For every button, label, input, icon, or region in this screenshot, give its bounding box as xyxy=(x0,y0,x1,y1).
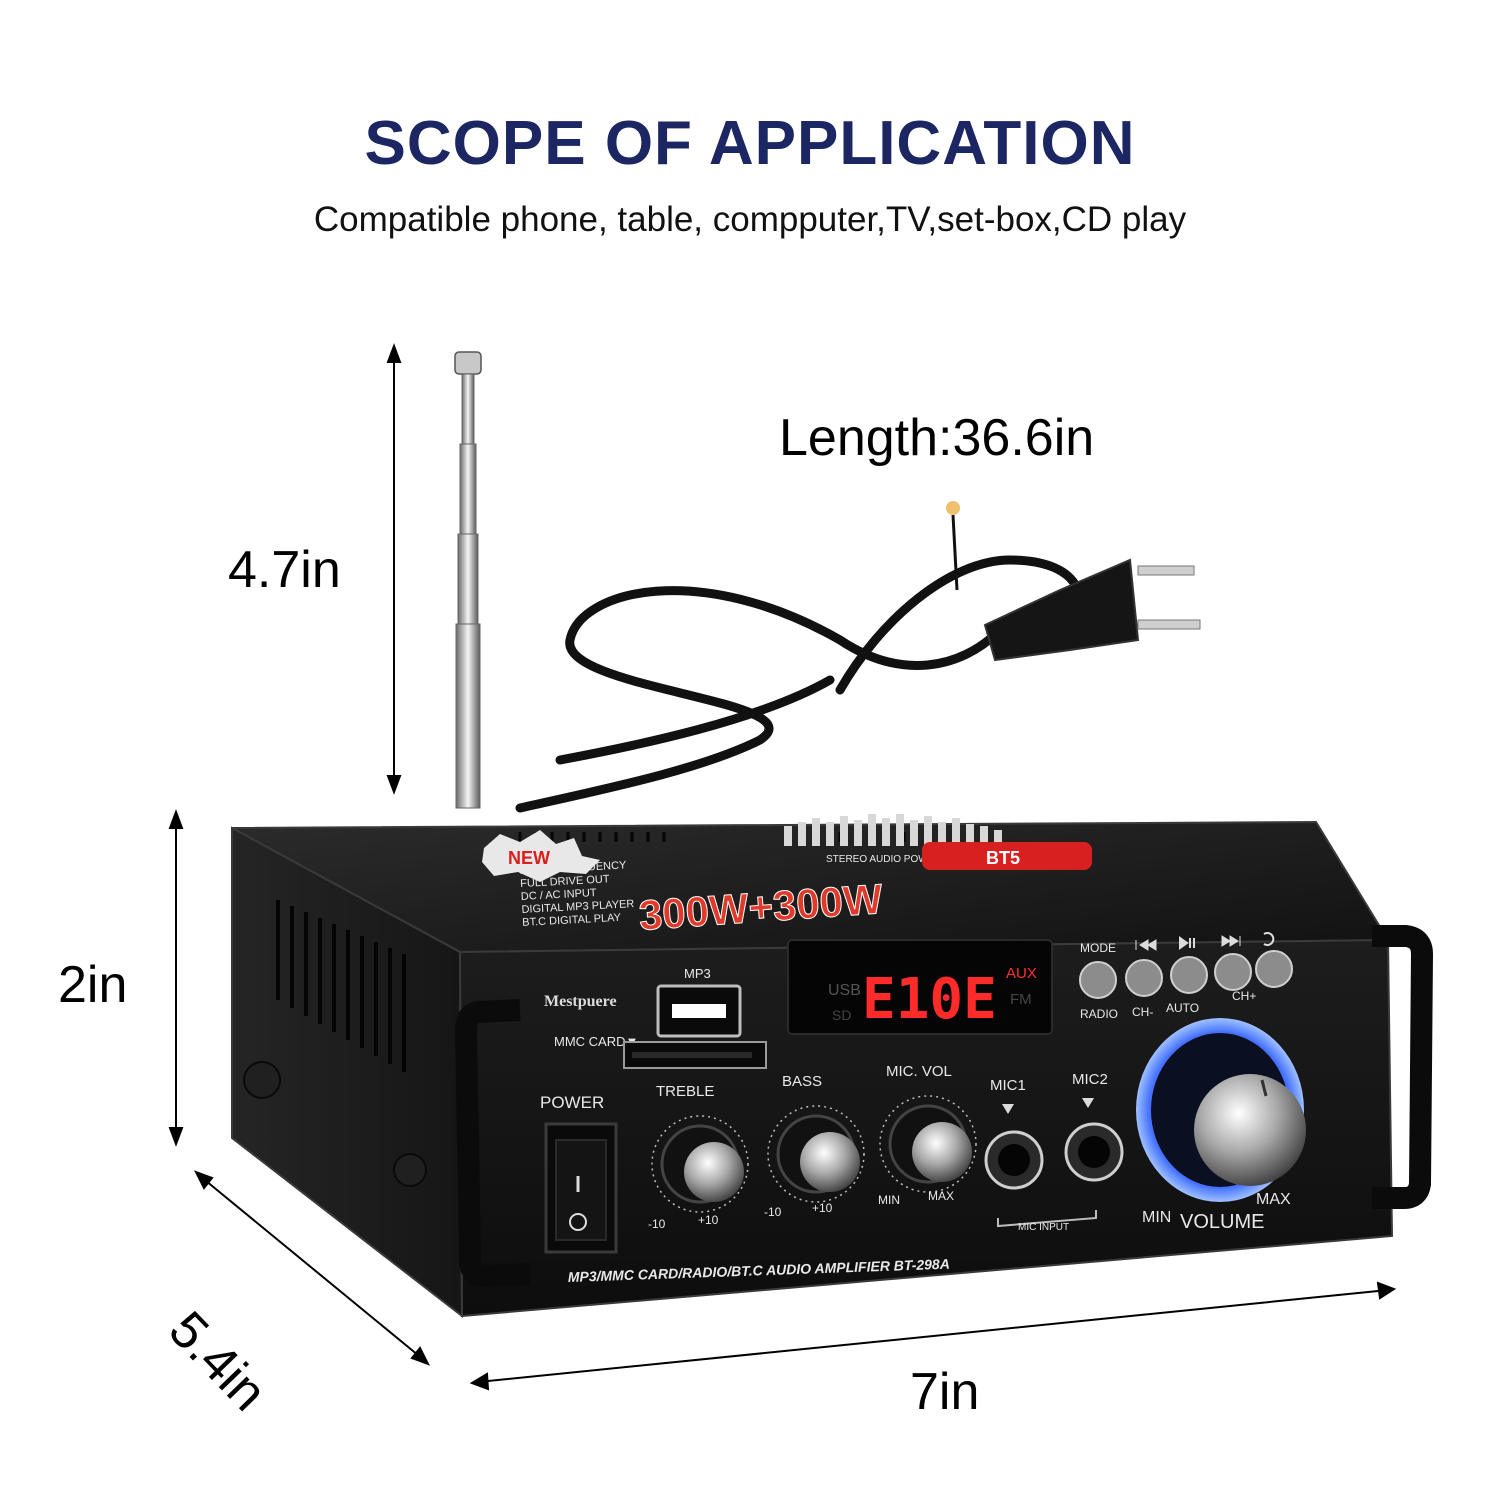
svg-text:RADIO FREQUENCY: RADIO FREQUENCY xyxy=(519,859,627,877)
svg-text:MIN: MIN xyxy=(878,1193,900,1207)
next-button[interactable] xyxy=(1214,953,1252,991)
svg-text:BT5: BT5 xyxy=(986,848,1020,868)
width-label: 7in xyxy=(910,1363,980,1421)
antenna-height-label: 4.7in xyxy=(228,541,341,599)
svg-text:USB: USB xyxy=(828,982,861,999)
dimension-arrow-body xyxy=(168,809,184,1147)
svg-text:MP3: MP3 xyxy=(684,966,711,981)
svg-text:BASS: BASS xyxy=(782,1073,822,1090)
svg-text:-10: -10 xyxy=(764,1205,782,1219)
svg-text:MIN: MIN xyxy=(1142,1209,1171,1226)
play-pause-icon xyxy=(1179,936,1195,950)
svg-text:DC / AC INPUT: DC / AC INPUT xyxy=(521,887,598,903)
play-pause-button[interactable] xyxy=(1170,956,1208,994)
svg-text:RADIO: RADIO xyxy=(1080,1007,1118,1021)
svg-text:MIC. VOL: MIC. VOL xyxy=(886,1063,952,1080)
svg-text:AUTO: AUTO xyxy=(1166,1001,1199,1015)
page-title: SCOPE OF APPLICATION xyxy=(364,109,1136,178)
antenna xyxy=(454,351,482,809)
length-label: Length:36.6in xyxy=(779,409,1095,467)
mic-volume-knob[interactable] xyxy=(879,1095,977,1193)
svg-text:FULL DRIVE OUT: FULL DRIVE OUT xyxy=(520,873,610,890)
prev-icon xyxy=(1135,939,1157,951)
svg-text:FM: FM xyxy=(1010,991,1032,1008)
svg-text:POWER: POWER xyxy=(540,1093,604,1112)
svg-text:MIC INPUT: MIC INPUT xyxy=(1018,1222,1069,1233)
svg-text:+10: +10 xyxy=(812,1201,833,1215)
svg-text:CH-: CH- xyxy=(1132,1005,1153,1019)
next-icon xyxy=(1221,935,1241,947)
svg-text:AUX: AUX xyxy=(1006,965,1037,982)
treble-knob[interactable] xyxy=(651,1115,749,1213)
svg-text:CH+: CH+ xyxy=(1232,989,1256,1003)
svg-text:MODE: MODE xyxy=(1080,941,1116,955)
brand-label: Mestpuere xyxy=(544,993,617,1010)
svg-text:BT.C DIGITAL PLAY: BT.C DIGITAL PLAY xyxy=(522,912,622,929)
led-display xyxy=(787,939,1053,1035)
display-readout: E10E xyxy=(862,967,997,1032)
power-plug xyxy=(983,558,1201,662)
svg-text:+10: +10 xyxy=(698,1213,719,1227)
page-subtitle: Compatible phone, table, compputer,TV,se… xyxy=(313,200,1187,239)
svg-text:MMC CARD▼: MMC CARD▼ xyxy=(554,1034,638,1049)
bass-knob[interactable] xyxy=(767,1105,865,1203)
svg-text:SD: SD xyxy=(832,1007,851,1023)
dimension-arrow-depth xyxy=(193,1170,431,1366)
right-handle xyxy=(1372,925,1433,1209)
power-cord xyxy=(515,555,1084,813)
bt-badge xyxy=(922,842,1092,870)
mic2-jack[interactable] xyxy=(1064,1122,1124,1182)
mic1-jack[interactable] xyxy=(984,1130,1044,1190)
mode-button[interactable] xyxy=(1079,961,1117,999)
prev-button[interactable] xyxy=(1125,959,1163,997)
svg-text:TREBLE: TREBLE xyxy=(656,1083,714,1100)
body-height-label: 2in xyxy=(58,956,128,1014)
svg-text:MAX: MAX xyxy=(1256,1191,1291,1208)
svg-text:DIGITAL MP3 PLAYER: DIGITAL MP3 PLAYER xyxy=(521,898,634,916)
equalizer-graphic xyxy=(784,814,1002,846)
new-badge: NEW xyxy=(482,830,600,882)
dimension-arrow-antenna xyxy=(386,343,402,795)
svg-text:NEW: NEW xyxy=(508,848,550,868)
feature-list: RADIO FREQUENCY FULL DRIVE OUT DC / AC I… xyxy=(519,859,634,929)
cord-tag xyxy=(946,501,960,515)
repeat-button[interactable] xyxy=(1255,950,1293,988)
volume-knob[interactable] xyxy=(1136,1018,1306,1202)
side-vents xyxy=(276,900,406,1072)
svg-text:MIC2: MIC2 xyxy=(1072,1071,1108,1088)
svg-text:-10: -10 xyxy=(648,1217,666,1231)
left-handle xyxy=(455,999,531,1287)
top-label: STEREO AUDIO POWER AMPLIFIER xyxy=(826,854,997,865)
repeat-icon xyxy=(1263,932,1275,946)
svg-text:MIC1: MIC1 xyxy=(990,1077,1026,1094)
dimension-arrow-width xyxy=(469,1281,1397,1391)
svg-text:MAX: MAX xyxy=(928,1189,954,1203)
svg-text:VOLUME: VOLUME xyxy=(1180,1211,1264,1233)
mode-button-row: MODE RADIO CH- AUTO CH+ xyxy=(1079,932,1293,1021)
